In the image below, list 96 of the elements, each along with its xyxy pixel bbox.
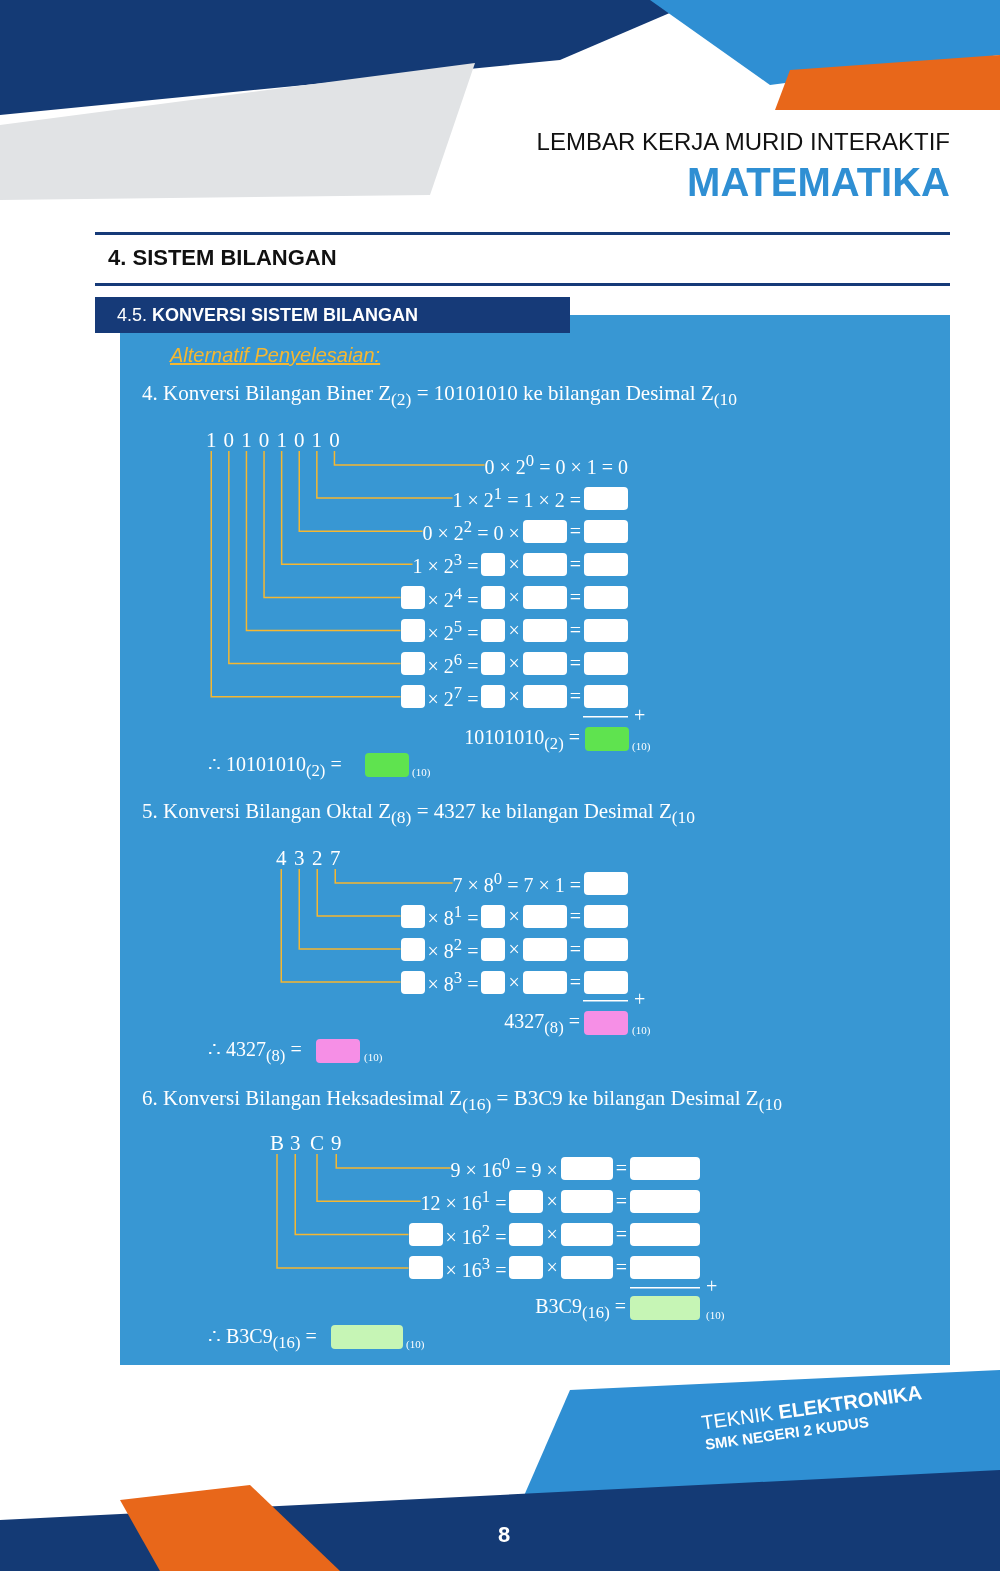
conclusion-text: ∴ 4327$_{(8)}$ = [208,1037,302,1066]
equation-text: × 8$^{1}$ = [427,902,479,930]
equation-text: 12 × 16$^{1}$ = [420,1187,507,1216]
equation-text: B3C9$_{(16)}$ = [535,1295,626,1323]
digit-text: 1 [206,428,217,453]
equation-text: 1 × 2$^{3}$ = [412,550,479,579]
equation-text: × [508,937,520,961]
equation-text: × 2$^{6}$ = [427,649,479,678]
connector-line [333,450,486,466]
equation-text: × [508,652,520,676]
problem-statement: 4. Konversi Bilangan Biner Z$_{(2)}$ = 10101010 ke bilangan Desimal Z$_{(10}$ [142,381,738,411]
digit-text: 3 [294,846,305,871]
equation-text: = [569,585,581,609]
equation-text: = [615,1256,627,1280]
equation-text: × [508,585,520,609]
connector-line [316,1153,422,1203]
connector-line [263,450,402,599]
digit-text: 4 [276,846,287,871]
connector-line [335,1153,452,1169]
plus-sign: + [634,704,646,727]
digit-text: 1 [241,428,252,453]
equation-text: 4327$_{(8)}$ = [504,1010,580,1038]
equation-text: × [508,904,520,928]
digit-text: 9 [331,1131,342,1156]
equation-text: × 8$^{2}$ = [427,935,479,963]
equation-text: × 2$^{5}$ = [427,616,479,645]
base-subscript: (10) [364,1051,383,1063]
plus-sign: + [634,988,646,1011]
page-number: 8 [498,1522,511,1548]
equation-text: = [615,1223,627,1247]
equation-text: × 2$^{7}$ = [427,682,479,711]
digit-text: 2 [312,846,323,871]
equation-text: × [508,552,520,576]
equation-text: 7 × 8$^{0}$ = 7 × 1 = [452,869,581,897]
equation-text: × [546,1189,558,1213]
digit-text: 1 [276,428,287,453]
equation-text: × [508,970,520,994]
problem-statement: 5. Konversi Bilangan Oktal Z$_{(8)}$ = 4327 ke bilangan Desimal Z$_{(10}$ [142,799,696,829]
equation-text: × [546,1223,558,1247]
equation-text: = [569,904,581,928]
equation-text: 0 × 2$^{2}$ = 0 × [422,517,520,545]
digit-text: 3 [290,1131,301,1156]
connector-line [210,450,402,698]
equation-text: = [569,937,581,961]
digit-text: 7 [330,846,341,871]
equation-text: = [569,519,581,543]
connector-line [228,450,402,665]
digit-text: 1 [311,428,323,453]
equation-text: 9 × 16$^{0}$ = 9 × [450,1154,558,1182]
base-subscript: (10) [406,1338,425,1350]
equation-text: × [508,619,520,642]
section-heading: 4. SISTEM BILANGAN [108,245,337,271]
base-subscript: (10) [632,1024,651,1036]
connector-line [280,868,402,983]
connector-line [280,450,414,566]
base-subscript: (10) [706,1309,725,1321]
equation-text: 10101010$_{(2)}$ = [464,726,580,754]
section-tab: 4.5. KONVERSI SISTEM BILANGAN [95,297,570,333]
digit-text: 0 [294,428,305,453]
equation-text: 1 × 2$^{1}$ = 1 × 2 = [452,484,581,512]
subject-title: MATEMATIKA [687,160,950,205]
base-subscript: (10) [632,740,651,752]
equation-text: = [569,685,581,709]
digit-text: B [270,1131,284,1156]
connector-line [276,1153,410,1269]
digit-text: 0 [329,428,340,453]
equation-text: = [569,619,581,642]
conclusion-text: ∴ B3C9$_{(16)}$ = [208,1324,317,1353]
connector-line [298,868,402,950]
equation-text: × 2$^{4}$ = [427,583,479,612]
equation-text: × [508,685,520,709]
connector-line [316,868,402,917]
equation-text: = [615,1189,627,1213]
digit-text: 0 [258,428,270,453]
equation-text: × 16$^{3}$ = [445,1254,507,1282]
base-subscript: (10) [412,766,431,778]
digit-text: 0 [223,428,235,453]
equation-text: = [569,970,581,994]
equation-text: = [615,1156,627,1180]
equation-text: × 8$^{3}$ = [427,968,479,996]
equation-text: = [569,652,581,676]
problem-statement: 6. Konversi Bilangan Heksadesimal Z$_{(16)}$ = B3C9 ke bilangan Desimal Z$_{(10}$ [142,1086,782,1116]
equation-text: = [569,552,581,576]
plus-sign: + [706,1275,718,1298]
digit-text: C [310,1131,324,1156]
equation-text: × [546,1256,558,1280]
connector-line [316,450,454,499]
connector-line [298,450,424,532]
conclusion-text: ∴ 10101010$_{(2)}$ = [208,752,342,781]
equation-text: × 16$^{2}$ = [445,1220,507,1249]
connector-line [334,868,454,884]
title-text: LEMBAR KERJA MURID INTERAKTIF [536,128,950,156]
equation-text: 0 × 2$^{0}$ = 0 × 1 = 0 [484,451,628,479]
connector-line [245,450,402,632]
connector-line [294,1153,410,1236]
instruction-heading: Alternatif Penyelesaian: [170,344,381,367]
